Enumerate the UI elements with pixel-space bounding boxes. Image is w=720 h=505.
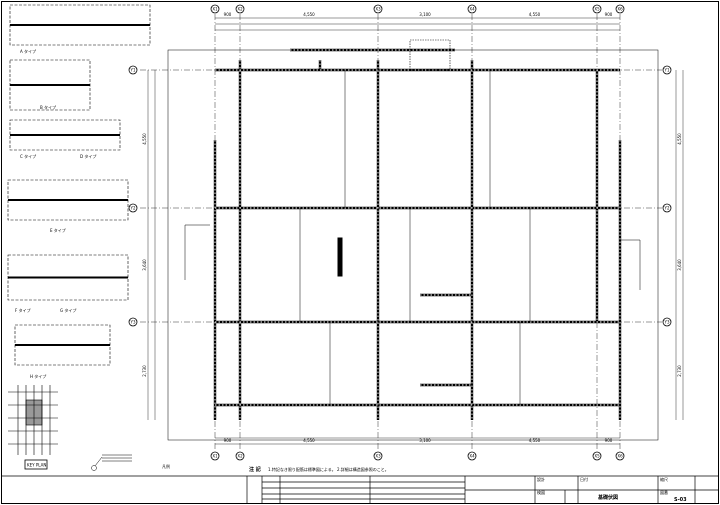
grid-bubble-bottom-label: X5	[594, 454, 600, 459]
grid-bubble-bottom	[615, 451, 625, 461]
dimension-label: 900	[224, 12, 232, 17]
grid-bubble-top-label: X4	[469, 7, 475, 12]
date-label: 日付	[580, 476, 588, 482]
grid-bubble-left-label: Y2	[130, 206, 136, 211]
grid-bubble-top-label: X6	[617, 7, 623, 12]
detail-panel	[7, 4, 151, 455]
grid-bubble-right-label: Y1	[664, 68, 670, 73]
no-label: 図番	[660, 489, 668, 495]
notes-text: 1.特記なき限り配筋は標準図による。 2.詳細は構造図参照のこと。	[268, 466, 389, 472]
grid-bubble-right-label: Y2	[664, 206, 670, 211]
grid-bubble-left-label: Y3	[130, 320, 136, 325]
detail-label: C タイプ	[20, 153, 36, 159]
grid-bubble-top-label: X5	[594, 7, 600, 12]
grid-bubble-right-label: Y3	[664, 320, 670, 325]
grid-bubble-bottom-label: X2	[237, 454, 243, 459]
grid-bubble-right	[662, 65, 672, 75]
grid-bubble-left	[128, 317, 138, 327]
key-plan: KEY PLAN	[24, 459, 48, 470]
design-label: 設計	[537, 476, 545, 482]
grid-bubble-bottom	[592, 451, 602, 461]
grid-bubble-top-label: X1	[212, 7, 218, 12]
legend-text: 凡例	[162, 463, 170, 469]
detail-label: F タイプ	[15, 307, 31, 313]
grid-bubble-left	[128, 65, 138, 75]
grid-bubble-top	[615, 4, 625, 14]
grid-bubble-top	[467, 4, 477, 14]
dimension-label: 3,640	[142, 259, 147, 271]
grid-bubble-right	[662, 203, 672, 213]
grid-bubble-top	[373, 4, 383, 14]
detail-drawing	[9, 119, 121, 151]
grid-bubble-bottom	[373, 451, 383, 461]
detail-label: D タイプ	[80, 153, 96, 159]
detail-label: H タイプ	[30, 373, 46, 379]
grid-bubble-top	[210, 4, 220, 14]
grid-bubble-bottom	[210, 451, 220, 461]
dimension-label: 900	[605, 12, 613, 17]
grid-bubble-bottom-label: X6	[617, 454, 623, 459]
grid-bubble-top	[592, 4, 602, 14]
grid-bubble-bottom	[235, 451, 245, 461]
grid-bubble-top-label: X2	[237, 7, 243, 12]
dimension-label: 4,550	[303, 12, 315, 17]
legend	[91, 454, 132, 471]
detail-label: B タイプ	[40, 104, 56, 110]
floor-plan	[140, 14, 684, 450]
dimension-label: 2,730	[677, 365, 682, 377]
dimension-label: 900	[224, 438, 232, 443]
grid-bubble-bottom-label: X1	[212, 454, 218, 459]
grid-bubble-right	[662, 317, 672, 327]
column-mark	[337, 237, 343, 277]
drawing-name: 基礎伏図	[597, 494, 618, 501]
plan-outline	[167, 49, 659, 441]
check-label: 検図	[537, 489, 545, 495]
dimension-label: 3,640	[677, 259, 682, 271]
grid-bubble-bottom-label: X3	[375, 454, 381, 459]
detail-label: E タイプ	[50, 227, 66, 233]
grid-bubble-left-label: Y1	[130, 68, 136, 73]
scale-label: 縮尺	[660, 476, 668, 482]
detail-label: G タイプ	[60, 307, 76, 313]
dimension-label: 4,550	[142, 133, 147, 145]
dimension-label: 4,550	[677, 133, 682, 145]
key-plan-label: KEY PLAN	[27, 463, 46, 468]
key-plan-highlight	[25, 399, 43, 426]
grid-bubble-bottom-label: X4	[469, 454, 475, 459]
dimension-label: 3,100	[419, 12, 431, 17]
grid-bubble-top	[235, 4, 245, 14]
dimension-label: 900	[605, 438, 613, 443]
opening-box	[409, 39, 451, 71]
title-block	[2, 475, 718, 503]
grid-bubble-bottom	[467, 451, 477, 461]
detail-label: A タイプ	[20, 48, 36, 54]
notes-title: 注 記	[249, 466, 261, 473]
dimension-label: 4,550	[303, 438, 315, 443]
grid-bubble-left	[128, 203, 138, 213]
dimension-label: 2,730	[142, 365, 147, 377]
dimension-label: 4,550	[529, 438, 541, 443]
drawing-number: S-03	[674, 497, 687, 503]
dimension-label: 4,550	[529, 12, 541, 17]
grid-bubble-top-label: X3	[375, 7, 381, 12]
dimension-label: 3,100	[419, 438, 431, 443]
